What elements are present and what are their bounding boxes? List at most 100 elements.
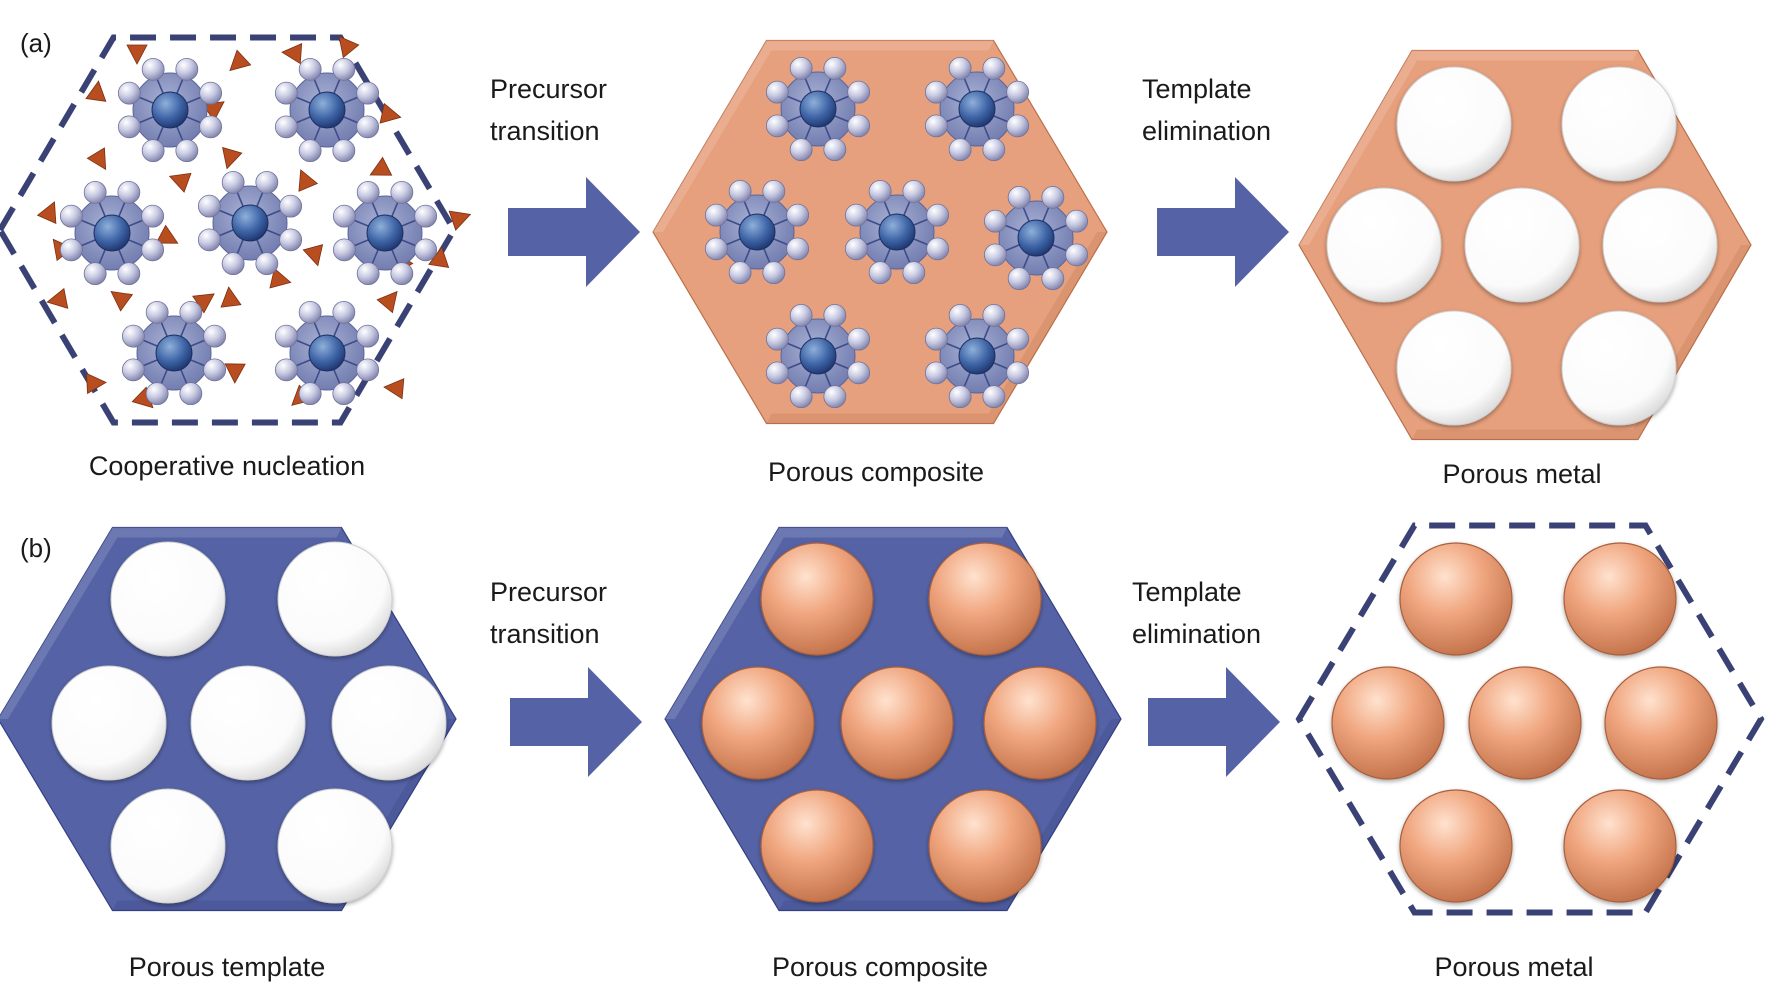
micelle-head <box>141 238 165 262</box>
precursor-wedge <box>224 363 246 384</box>
micelle-head <box>786 203 810 227</box>
micelle-head <box>199 115 223 139</box>
pore-empty <box>1464 187 1580 303</box>
micelle-composite <box>844 179 950 285</box>
pore-empty-template <box>51 665 167 781</box>
micelle-composite <box>924 56 1030 162</box>
pore-empty <box>1602 187 1718 303</box>
micelle-head <box>948 138 972 162</box>
metal-sphere <box>1563 789 1677 903</box>
micelle-core <box>799 337 837 375</box>
micelle-core <box>738 213 776 251</box>
step-a1-line2: transition <box>490 116 600 146</box>
metal-sphere-composite <box>928 542 1042 656</box>
micelle-head <box>868 261 892 285</box>
metal-sphere-composite <box>760 542 874 656</box>
micelle-head <box>1007 185 1031 209</box>
pore-empty <box>1326 187 1442 303</box>
micelle-head <box>59 238 83 262</box>
micelle-head <box>356 262 380 286</box>
micelle-head <box>197 228 221 252</box>
micelle-head <box>924 327 948 351</box>
metal-sphere-composite <box>983 666 1097 780</box>
micelle-head <box>924 114 948 138</box>
micelle-head <box>83 180 107 204</box>
precursor-wedge <box>376 290 398 314</box>
micelle-core <box>366 214 404 252</box>
pore-empty-template <box>277 788 393 904</box>
micelle-head <box>844 203 868 227</box>
micelle-head <box>1006 80 1030 104</box>
micelle-head <box>221 170 245 194</box>
micelle-head <box>1006 361 1030 385</box>
micelle-head <box>1006 327 1030 351</box>
micelle-head <box>117 115 141 139</box>
micelle-head <box>983 243 1007 267</box>
micelle-composite <box>765 303 871 409</box>
micelle-head <box>982 385 1006 409</box>
hexagon-bevel-top <box>665 527 1007 719</box>
precursor-wedge <box>298 169 319 192</box>
precursor-wedge <box>269 267 292 289</box>
pore-empty-template <box>277 541 393 657</box>
micelle-head <box>847 327 871 351</box>
panel-label-a: (a) <box>20 28 52 58</box>
pore-empty <box>1561 310 1677 426</box>
micelle-head <box>279 194 303 218</box>
hexagon-dashed-b3 <box>1295 522 1765 916</box>
micelle-head <box>203 324 227 348</box>
arrow-layer <box>508 177 1289 777</box>
micelle-head <box>948 56 972 80</box>
micelle-head <box>332 382 356 406</box>
precursor-wedge <box>281 42 303 65</box>
precursor-wedge <box>379 102 402 124</box>
micelle-head <box>789 138 813 162</box>
micelle-head <box>765 361 789 385</box>
step-a2-line2: elimination <box>1142 116 1271 146</box>
micelle-head <box>1065 209 1089 233</box>
micelle-nucleation <box>59 180 165 286</box>
micelle-nucleation <box>197 170 303 276</box>
metal-sphere <box>1604 666 1718 780</box>
micelle-head <box>117 180 141 204</box>
micelle-head <box>356 180 380 204</box>
precursor-wedge <box>110 291 134 312</box>
micelle-head <box>332 238 356 262</box>
micelle-composite <box>924 303 1030 409</box>
micelle-head <box>704 237 728 261</box>
metal-sphere <box>1399 789 1513 903</box>
micelle-head <box>728 261 752 285</box>
metal-sphere <box>1468 666 1582 780</box>
micelle-head <box>948 303 972 327</box>
micelle-head <box>121 324 145 348</box>
metal-sphere-composite <box>840 666 954 780</box>
pore-empty <box>1396 310 1512 426</box>
precursor-wedge <box>220 286 242 308</box>
pore-empty-template <box>110 788 226 904</box>
hexagon-bevel-top <box>1299 50 1638 245</box>
caption-porous-metal-b: Porous metal <box>1434 952 1593 982</box>
step-a2-line1: Template <box>1142 74 1252 104</box>
micelle-head <box>983 209 1007 233</box>
precursor-wedge <box>86 147 107 171</box>
micelle-head <box>145 382 169 406</box>
micelle-head <box>356 115 380 139</box>
hexagon-bevel-top <box>0 527 342 719</box>
caption-cooperative-nucleation: Cooperative nucleation <box>89 451 365 481</box>
precursor-wedge <box>36 201 57 225</box>
micelle-nucleation <box>274 300 380 406</box>
micelle-head <box>274 115 298 139</box>
micelle-head <box>298 300 322 324</box>
micelle-head <box>179 382 203 406</box>
micelle-head <box>924 361 948 385</box>
metal-sphere-composite <box>928 789 1042 903</box>
arrow-template-elimination-a <box>1157 177 1289 287</box>
micelle-head <box>823 138 847 162</box>
micelle-head <box>179 300 203 324</box>
micelle-head <box>762 179 786 203</box>
micelle-head <box>762 261 786 285</box>
hexagon-bevel-top <box>653 40 994 232</box>
micelle-head <box>141 204 165 228</box>
micelle-head <box>390 262 414 286</box>
